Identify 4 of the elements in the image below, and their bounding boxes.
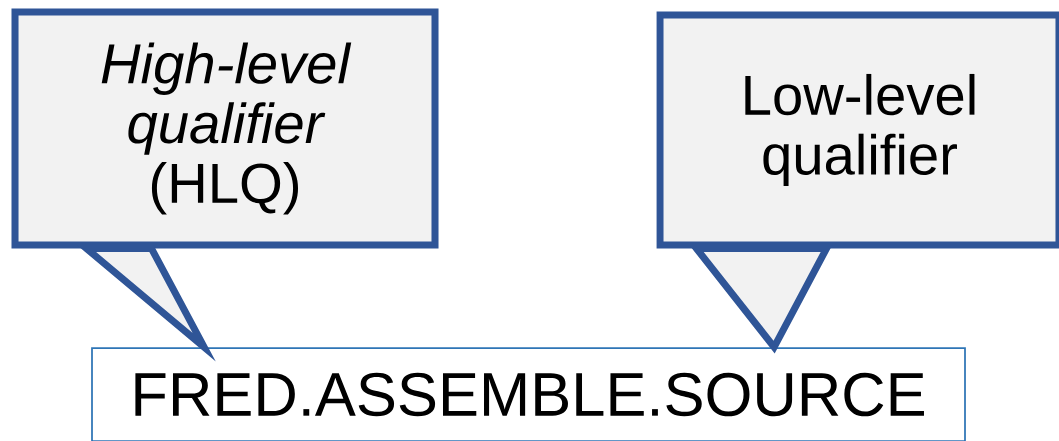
callout-box: Low-level qualifier [656,11,1059,249]
callout-box: High-level qualifier (HLQ) [11,8,439,249]
name-box: FRED.ASSEMBLE.SOURCE [91,347,966,441]
callout-tail [689,245,833,354]
